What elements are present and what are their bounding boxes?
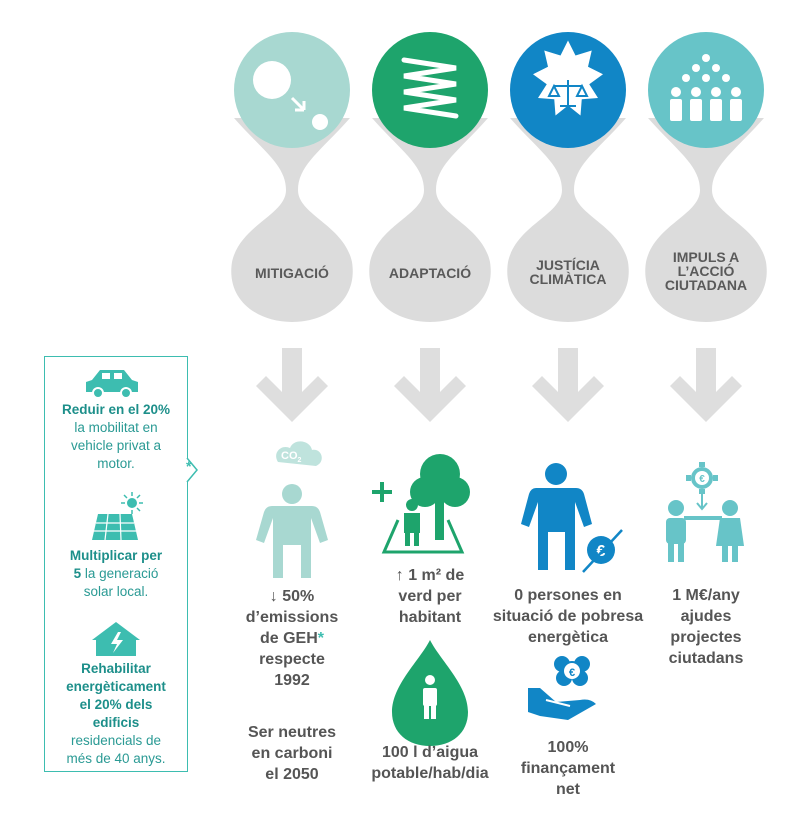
drop-grey-1: [231, 118, 353, 322]
pillar-impuls-shape: [645, 32, 767, 322]
sidebar-item-rehab: Rehabilitar energèticament el 20% dels e…: [66, 661, 166, 766]
adaptation-green-target: ↑ 1 m² de verd per habitant: [395, 567, 465, 626]
co2-label: CO2: [281, 450, 302, 465]
spring-icon: [401, 57, 459, 119]
justice-finance-target: 100% finançament net: [520, 739, 616, 798]
hand-euro-icon: €: [528, 656, 596, 720]
water-drop-icon: [392, 640, 468, 746]
drop-grey-3: [507, 118, 629, 322]
sidebar-item-solar: Multiplicar per 5 la generació solar loc…: [69, 548, 163, 599]
drop-grey-4: [645, 118, 767, 322]
co2-person-icon: [256, 441, 328, 578]
house-energy-icon: [92, 622, 140, 656]
bubbles-icon: [253, 61, 328, 130]
scales-icon: [533, 40, 603, 116]
down-arrows: [256, 348, 742, 422]
pillar-label-mitigacio: MITIGACIÓ: [255, 265, 329, 281]
mitigation-target: ↓ 50% d’emissions de GEH* respecte 1992: [245, 588, 339, 689]
arrow-2: [394, 348, 466, 422]
sidebar-box: [44, 356, 188, 772]
svg-text:€: €: [699, 474, 705, 485]
arrow-4: [670, 348, 742, 422]
arrow-1: [256, 348, 328, 422]
pillar-circle-4: [648, 32, 764, 148]
pillar-adaptacio-shape: [369, 32, 491, 322]
solar-panel-icon: [92, 492, 143, 541]
sidebar-star: *: [186, 458, 192, 474]
pillar-justicia-shape: [507, 32, 629, 322]
arrow-3: [532, 348, 604, 422]
sidebar-pointer: [186, 458, 198, 482]
citizen-funding-target: 1 M€/any ajudes projectes ciutadans: [668, 587, 744, 667]
car-icon: [86, 370, 138, 399]
svg-text:€: €: [569, 667, 575, 679]
person-no-euro-icon: €: [521, 463, 623, 573]
pillar-label-justicia: JUSTÍCIA CLIMÀTICA: [529, 257, 607, 287]
sidebar-item-mobility: Reduir en el 20% la mobilitat en vehicle…: [61, 402, 171, 471]
pillar-circle-1: [234, 32, 350, 148]
drop-grey-2: [369, 118, 491, 322]
pillar-label-adaptacio: ADAPTACIÓ: [388, 265, 472, 281]
pillar-mitigacio-shape: [231, 32, 353, 322]
mitigation-goal: Ser neutres en carboni el 2050: [247, 724, 337, 783]
tree-park-icon: [372, 454, 470, 554]
justice-poverty-target: 0 persones en situació de pobresa energè…: [492, 587, 644, 646]
pillar-label-impuls: IMPULS A L’ACCIÓ CIUTADANA: [664, 249, 748, 293]
people-euro-table-icon: €: [666, 462, 744, 562]
crowd-icon: [670, 54, 742, 121]
adaptation-water-target: 100 l d’aigua potable/hab/dia: [371, 744, 489, 782]
